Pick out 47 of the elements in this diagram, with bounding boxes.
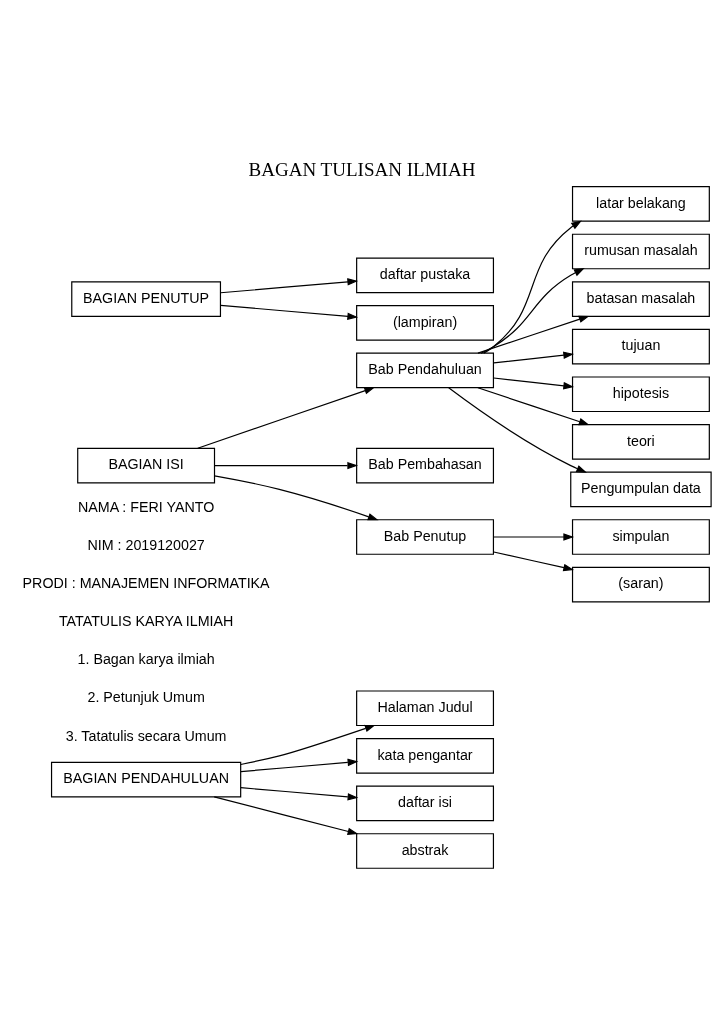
arrow	[214, 461, 359, 470]
arrow	[480, 268, 585, 354]
label: PRODI : MANAJEMEN INFORMATIKA	[22, 575, 270, 592]
node-box: daftar isi	[356, 785, 495, 822]
arrow	[493, 377, 575, 390]
node-box: latar belakang	[571, 186, 710, 222]
node-box: daftar pustaka	[356, 257, 495, 294]
label: NIM : 2019120027	[87, 537, 205, 554]
node-box: BAGIAN PENUTUP	[71, 281, 222, 317]
arrow	[477, 387, 590, 426]
arrow	[240, 758, 359, 773]
arrow	[213, 475, 379, 521]
diagram-title: BAGAN TULISAN ILMIAH	[248, 158, 476, 180]
node-box: Bab Pendahuluan	[356, 352, 495, 389]
arrow	[220, 278, 359, 294]
arrow	[493, 551, 574, 572]
arrow	[213, 796, 359, 836]
node-box: BAGIAN ISI	[77, 447, 216, 484]
arrow	[493, 533, 575, 541]
arrow	[448, 387, 587, 473]
label: 2. Petunjuk Umum	[87, 689, 205, 706]
node-box: rumusan masalah	[571, 233, 710, 270]
node-box: (lampiran)	[356, 305, 495, 341]
node-box: BAGIAN PENDAHULUAN	[50, 761, 242, 798]
label: TATATULIS KARYA ILMIAH	[58, 613, 234, 630]
node-box: simpulan	[571, 519, 710, 555]
node-box: Pengumpulan data	[570, 471, 712, 508]
node-box: tujuan	[571, 328, 710, 365]
arrow	[197, 387, 376, 449]
node-box: hipotesis	[571, 376, 710, 413]
label: 1. Bagan karya ilmiah	[77, 651, 215, 668]
node-box: teori	[571, 423, 710, 460]
node-box: Halaman Judul	[356, 690, 495, 727]
arrow	[240, 724, 376, 766]
arrow	[220, 304, 359, 321]
node-box: batasan masalah	[571, 281, 710, 317]
node-box: Bab Penutup	[356, 519, 495, 555]
node-box: kata pengantar	[356, 738, 495, 774]
arrow	[483, 220, 582, 354]
node-box: abstrak	[356, 833, 495, 869]
label: NAMA : FERI YANTO	[77, 499, 215, 516]
node-box: Bab Pembahasan	[356, 447, 495, 484]
arrow	[477, 315, 590, 354]
arrow	[240, 787, 359, 801]
label: 3. Tatatulis secara Umum	[65, 727, 227, 744]
node-box: (saran)	[571, 566, 710, 603]
arrow	[493, 351, 575, 364]
